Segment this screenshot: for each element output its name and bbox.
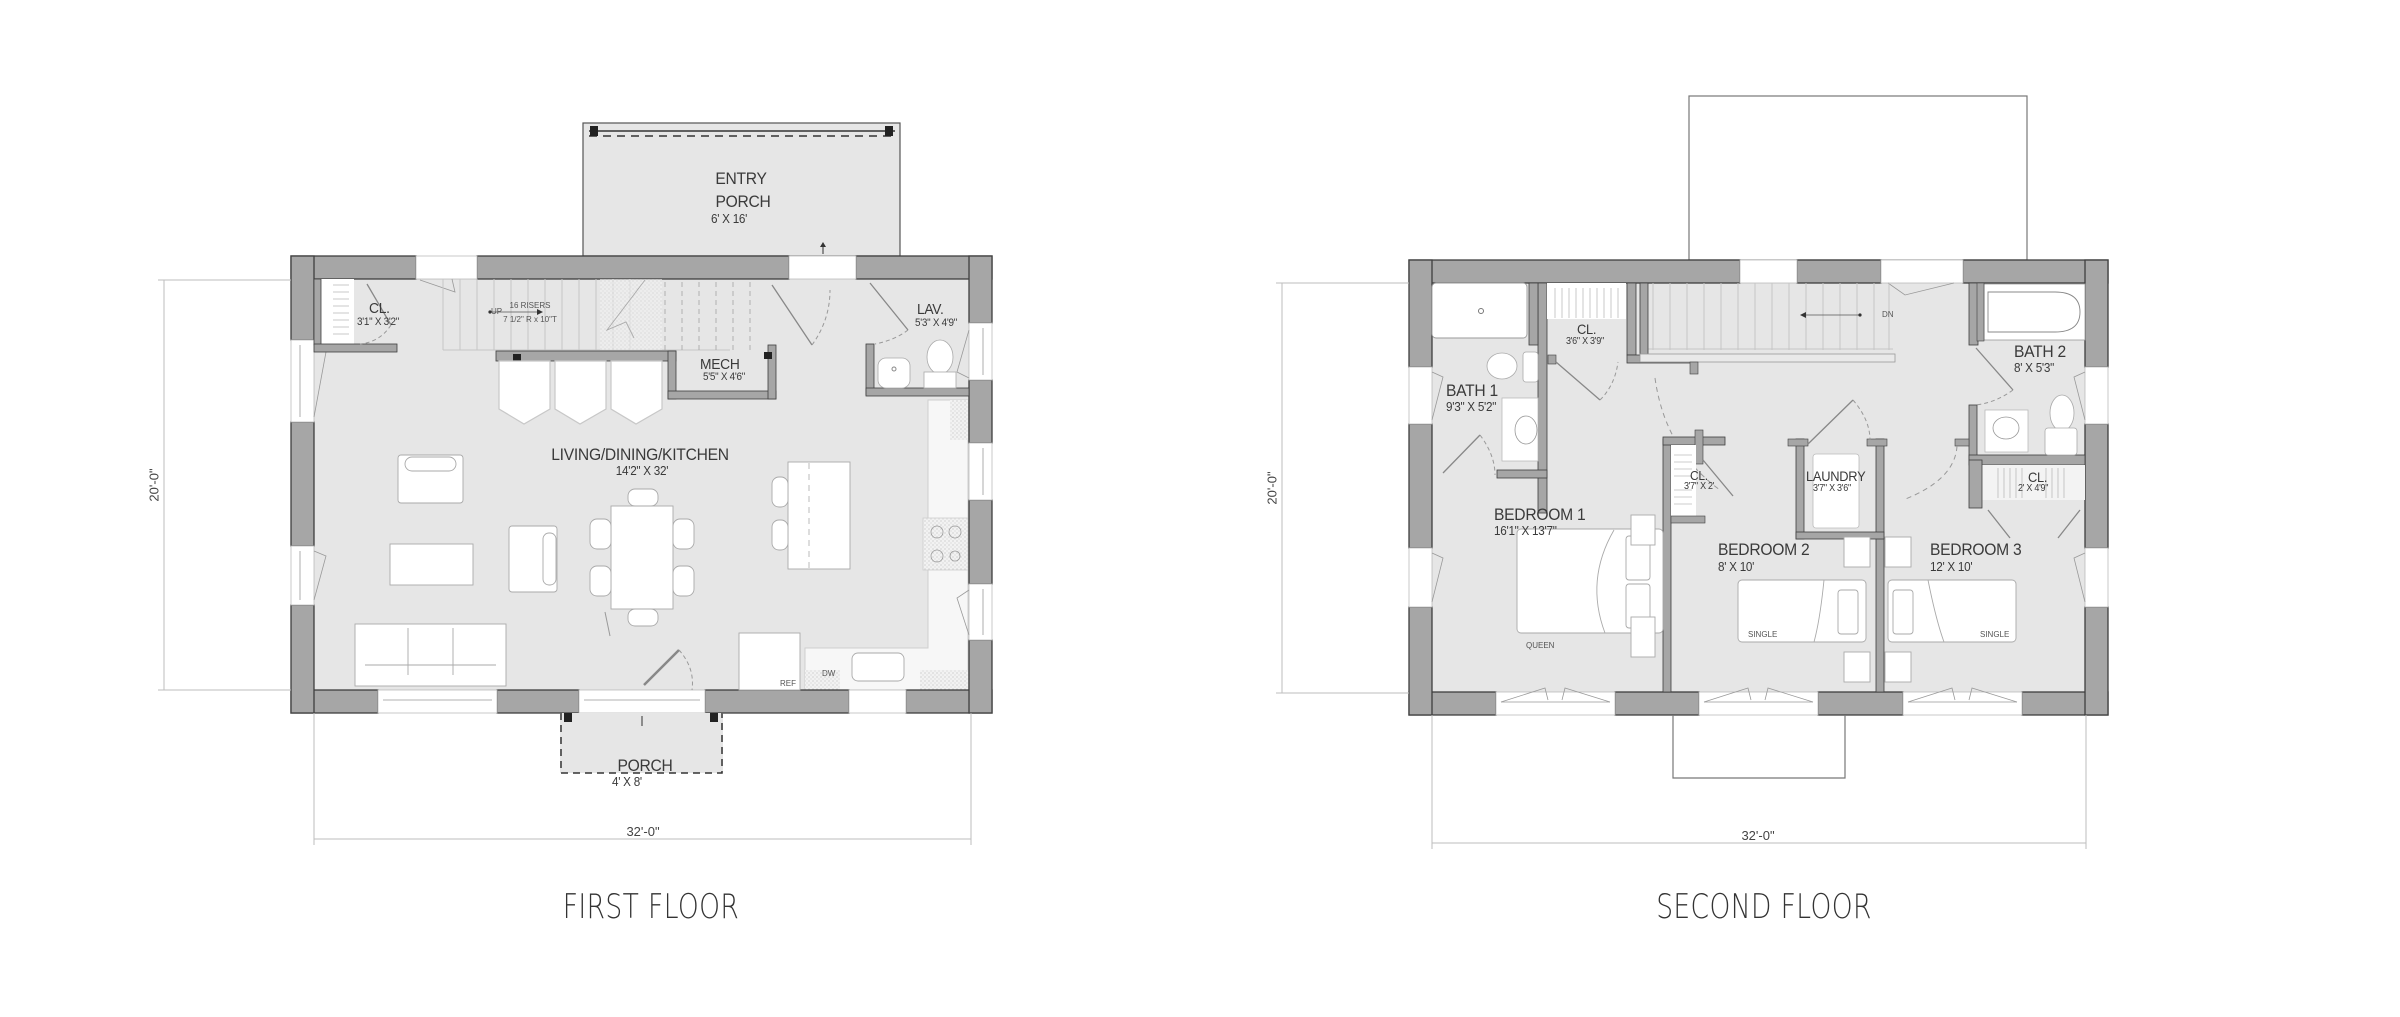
first-floor-walls xyxy=(290,255,993,714)
lav-size: 5'3" X 4'9" xyxy=(915,317,957,329)
bedroom1-closet-label: CL. xyxy=(1690,468,1708,483)
bedroom-furniture xyxy=(1516,514,2017,683)
bath2-size: 8' X 5'3" xyxy=(2014,360,2055,375)
living-dining-kitchen-label: LIVING/DINING/KITCHEN xyxy=(551,445,729,464)
laundry-size: 3'7" X 3'6" xyxy=(1813,483,1851,494)
porch-label: PORCH xyxy=(617,756,673,775)
single-bed-label-3: SINGLE xyxy=(1980,630,2010,639)
second-floor-width-dimension: 32'-0" xyxy=(1741,828,1775,843)
entry-porch-size: 6' X 16' xyxy=(711,211,748,226)
porch-size: 4' X 8' xyxy=(612,774,642,789)
stairs-risers-label: 16 RISERS xyxy=(509,301,551,310)
second-floor-depth-dimension: 20'-0" xyxy=(1264,471,1280,505)
living-dining-kitchen-size: 14'2" X 32' xyxy=(615,463,669,478)
single-bed-label-2: SINGLE xyxy=(1748,630,1778,639)
bath1-label: BATH 1 xyxy=(1446,381,1498,400)
lav-label: LAV. xyxy=(917,301,944,318)
mech-label: MECH xyxy=(700,356,740,373)
first-floor-dimension-lines xyxy=(158,279,972,845)
bath2-label: BATH 2 xyxy=(2014,342,2066,361)
stairs-down-label: DN xyxy=(1882,310,1894,319)
hall-closet-size: 3'6" X 3'9" xyxy=(1566,336,1604,347)
front-porch xyxy=(560,713,723,774)
bedroom3-closet-label: CL. xyxy=(2028,469,2048,485)
first-floor-width-dimension: 32'-0" xyxy=(626,824,660,839)
bedroom3-size: 12' X 10' xyxy=(1930,559,1973,574)
stairs-up-label: UP xyxy=(491,307,503,316)
laundry-label: LAUNDRY xyxy=(1806,468,1866,484)
second-floor-plan xyxy=(1276,95,2109,849)
entry-porch-label: ENTRY xyxy=(715,169,767,188)
closet-size: 3'1" X 3'2" xyxy=(357,316,399,328)
bath1-size: 9'3" X 5'2" xyxy=(1446,399,1497,414)
entry-porch-label-2: PORCH xyxy=(715,192,771,211)
bedroom1-closet-size: 3'7" X 2' xyxy=(1684,481,1715,492)
first-floor-depth-dimension: 20'-0" xyxy=(146,468,162,502)
bedroom3-closet-size: 2' X 4'9" xyxy=(2018,483,2049,494)
second-floor-dimension-lines xyxy=(1276,282,2087,849)
refrigerator-label: REF xyxy=(780,679,796,688)
bedroom1-size: 16'1" X 13'7" xyxy=(1494,523,1557,538)
bedroom1-label: BEDROOM 1 xyxy=(1494,505,1586,524)
stairs-rise-tread-label: 7 1/2" R x 10"T xyxy=(503,315,557,324)
closet-label: CL. xyxy=(369,300,390,317)
queen-bed-label: QUEEN xyxy=(1526,641,1555,650)
second-floor-walls xyxy=(1408,259,2109,716)
bedroom2-size: 8' X 10' xyxy=(1718,559,1755,574)
living-furniture xyxy=(354,454,905,691)
mech-size: 5'5" X 4'6" xyxy=(703,371,745,383)
dishwasher-label: DW xyxy=(822,669,836,678)
second-floor-title: SECOND FLOOR xyxy=(1656,887,1872,927)
entry-porch xyxy=(582,122,901,257)
bedroom3-label: BEDROOM 3 xyxy=(1930,540,2022,559)
bedroom2-label: BEDROOM 2 xyxy=(1718,540,1810,559)
first-floor-plan xyxy=(158,122,993,845)
first-floor-title: FIRST FLOOR xyxy=(562,887,740,927)
hall-closet-label: CL. xyxy=(1577,321,1597,337)
